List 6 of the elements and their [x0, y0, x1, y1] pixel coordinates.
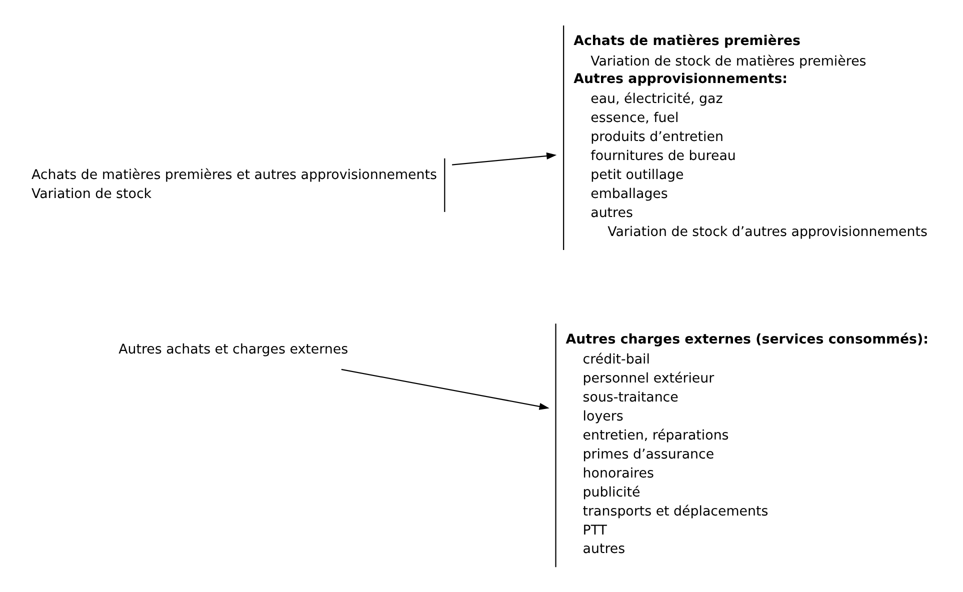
node-text: Autres charges externes (services consommés): crédit-bail personnel extérieur sous-traitance loyers entretien, réparations primes d’assurance honoraires publicité transports et déplacements PTT autres [566, 332, 928, 558]
node-text: Autres achats et charges externes [118, 342, 348, 358]
node-text: Achats de matières premières Variation de stock de matières premières Autres approvisionnements: eau, électricité, gaz essence, fuel produits d’entretien fournitures de bureau petit outillage emballages autres Variation de stock d’autres approvisionnements [574, 34, 928, 240]
node-text: Achats de matières premières et autres approvisionnements Variation de stock [31, 168, 437, 202]
arrow [452, 152, 557, 166]
arrow [341, 368, 550, 410]
